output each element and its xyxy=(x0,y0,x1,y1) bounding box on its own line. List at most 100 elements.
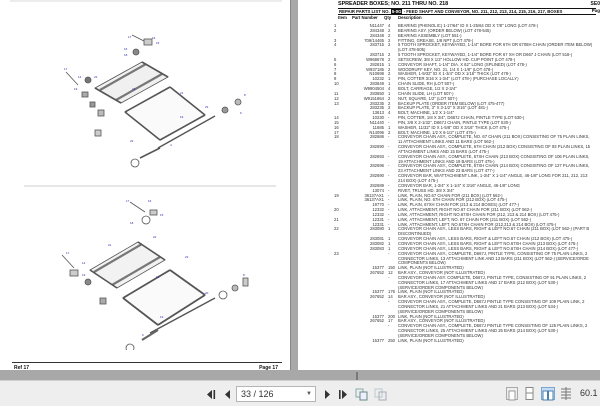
svg-text:14: 14 xyxy=(82,261,86,265)
prev-page-button[interactable] xyxy=(222,387,232,401)
cell-part: 284348 xyxy=(370,27,384,33)
cell-desc: BACKUP PLATE (ORDER ITEM BELOW) (LOT 475… xyxy=(398,101,505,106)
cell-qty: 2 xyxy=(388,42,391,48)
cell-part: 15377 xyxy=(372,313,384,319)
cell-qty: - xyxy=(388,119,390,125)
cell-desc: BACKUP PLATE, 3" X 3-1/2" X 3/16" (LOT 4… xyxy=(398,106,488,111)
page-top-separator xyxy=(10,0,282,2)
cell-desc: BEARING ASSEMBLY (LOT 551-) xyxy=(398,33,462,38)
view-scrolling-button[interactable] xyxy=(560,387,572,400)
cell-part: 12331 xyxy=(372,216,384,222)
cell-desc: 23 ATTACHMENT LINKS AND 23 BARS (LOT 477… xyxy=(398,169,495,174)
svg-text:8: 8 xyxy=(244,93,246,97)
svg-text:6: 6 xyxy=(142,333,144,337)
cell-desc: CONVEYOR BAR, 1-3/4" X 1-1/4" X 3/16" AN… xyxy=(398,183,520,188)
svg-text:19: 19 xyxy=(74,87,78,91)
cell-desc: BEARING (PHENOLIC) 1-17/64" ID X 1-25/64… xyxy=(398,24,539,28)
zoom-level[interactable]: 60.1 xyxy=(580,388,598,398)
cell-desc: PIN, COTTER 3/16 X 1-3/4" (LOT 478-) (PU… xyxy=(398,77,519,82)
cell-qty: - xyxy=(388,192,390,198)
cell-qty: 2 xyxy=(388,129,391,135)
table-row: ATTACHMENT LINKS AND 15 BARS (LOT 475-) xyxy=(298,150,600,155)
last-page-button[interactable] xyxy=(337,387,349,401)
cell-desc: CONVEYOR CHAIN ASY., COMPLETE, 67XH CHAI… xyxy=(398,154,590,159)
view-continuous-button[interactable] xyxy=(524,387,536,400)
page-number-value: 33 / 126 xyxy=(241,389,274,399)
cell-desc: LINK, PLAIN (NOT ILLUSTRATED) xyxy=(398,290,464,295)
cell-desc: LINK, ATTACHMENT, RIGHT NO.67XH CHAIN FO… xyxy=(398,212,560,217)
chevron-down-icon[interactable]: ▼ xyxy=(306,391,312,397)
table-row: 282689-CONVEYOR BAR, 1-3/4" X 1-1/4" X 3… xyxy=(298,183,600,189)
cell-desc: ATTACHMENT LINKS AND 15 BARS (LOT 475-) xyxy=(398,149,489,154)
cell-qty: - xyxy=(388,323,390,329)
column-part-number: Part Number xyxy=(352,15,378,20)
cell-item: 2 xyxy=(334,27,337,33)
paste-pages-button[interactable] xyxy=(373,387,387,401)
last-page-icon xyxy=(339,389,347,399)
cell-part: 283080 xyxy=(370,226,384,232)
cell-qty: - xyxy=(388,211,390,217)
cell-desc: COMPONENTS BELOW) xyxy=(398,261,446,266)
cell-part: 282815 xyxy=(370,61,384,67)
cell-item: 7 xyxy=(334,66,337,72)
cell-part: N11440 xyxy=(369,119,384,125)
cell-item: 19 xyxy=(334,192,339,198)
table-row: -CONVEYOR CHAIN ASY. COMPLETE, D667J, PI… xyxy=(298,275,600,281)
first-page-button[interactable] xyxy=(205,387,217,401)
page-label-corner: Pag xyxy=(591,8,600,13)
table-row: DISCONTINUED) xyxy=(298,232,600,237)
document-title: SPREADER BOXES; NO. 211 THRU NO. 218 xyxy=(338,1,449,7)
svg-text:17: 17 xyxy=(128,35,132,39)
cell-part: 282693 xyxy=(370,153,384,159)
cell-item: 18 xyxy=(334,134,339,140)
cell-desc: WASHER, 1-9/32" ID X 1-3/4" OD X 1/16" T… xyxy=(398,72,511,77)
cell-item: 20 xyxy=(334,207,339,213)
table-row: 19 ATTACHMENT LINKS AND 19 BARS (LOT 475… xyxy=(298,160,600,165)
cell-qty: - xyxy=(388,221,390,227)
cell-desc: CONVEYOR CHAIN ASY., COMPLETE, D667J PIN… xyxy=(398,324,588,329)
cell-desc: LINK, ATTACHMENT, RIGHT NO.67 CHAIN FOR … xyxy=(398,208,532,213)
cell-qty: - xyxy=(388,216,390,222)
cell-part: 282690 xyxy=(370,173,384,179)
svg-text:15: 15 xyxy=(160,213,164,217)
cell-part: 12332 xyxy=(372,211,384,217)
cell-qty: 1 xyxy=(388,81,391,87)
cell-qty: 2 xyxy=(388,95,391,101)
table-row: 282696-CONVEYOR CHAIN ASY., COMPLETE, 67… xyxy=(298,164,600,169)
cell-part: 12331 xyxy=(372,221,384,227)
cell-qty: 200 xyxy=(388,313,395,319)
cell-desc: PIN, 3/8 X 2-1/32", D667J CHAIN, PINTLE … xyxy=(398,120,511,125)
svg-text:17: 17 xyxy=(66,251,70,255)
cell-desc: CONVEYOR CHAIN ASY., COMPLETE, NO. 67 CH… xyxy=(398,135,590,140)
copy-pages-button[interactable] xyxy=(354,387,368,401)
cell-desc: WASHER, 11/32" ID X 1-5/8" OD X 3/16" TH… xyxy=(398,125,510,130)
cell-part: 283715 xyxy=(370,52,384,58)
cell-qty: 17 xyxy=(388,318,393,324)
table-row: 11 ATTACHMENT LINKS AND 11 BARS (LOT 562… xyxy=(298,140,600,145)
cell-desc: RIVET, TRUSS HD. 3/8 X 3/4" xyxy=(398,188,455,193)
page-divider xyxy=(356,372,358,380)
cell-part: 283082 xyxy=(370,240,384,246)
view-single-page-button[interactable] xyxy=(506,387,518,401)
cell-desc: LINK, ATTACHMENT, LEFT, NO.67XH CHAIN FO… xyxy=(398,222,557,227)
cell-part: 283081 xyxy=(370,236,384,242)
cell-qty: 4 xyxy=(388,85,391,91)
cell-desc: CONVEYOR CHAIN ASY., LESS BARS, RIGHT & … xyxy=(398,241,579,246)
view-two-page-button[interactable] xyxy=(541,387,555,401)
next-page-button[interactable] xyxy=(322,387,332,401)
cell-qty: 1 xyxy=(388,226,391,232)
cell-part: 10230 xyxy=(372,115,384,121)
page-number-field[interactable]: 33 / 126 ▼ xyxy=(236,386,316,402)
svg-text:22: 22 xyxy=(94,75,98,79)
cell-qty: 1 xyxy=(388,236,391,242)
